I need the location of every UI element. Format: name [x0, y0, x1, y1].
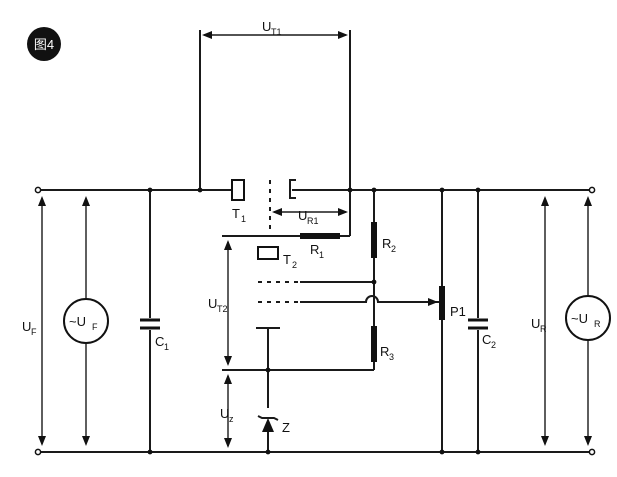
uf-label-sub: F: [31, 327, 37, 337]
ur-label-sub: R: [540, 324, 547, 334]
ur1-label: U: [298, 208, 307, 223]
transistor-t2-body: [257, 246, 279, 260]
r1-label-sub: 1: [319, 250, 324, 260]
ur-label: U: [531, 316, 540, 331]
capacitor-c2: [468, 190, 488, 452]
ut2-label-sub: T2: [217, 304, 228, 314]
junction-dots: [147, 187, 481, 455]
c2-label-sub: 2: [491, 340, 496, 350]
figure-badge: 图4: [27, 27, 61, 61]
t1-electrode: [289, 179, 296, 199]
transistor-t1-body: [231, 179, 245, 201]
ut1-label-sub: T1: [271, 27, 282, 37]
r3-label: R: [380, 344, 389, 359]
capacitor-c1: [140, 190, 160, 452]
c2-label: C: [482, 332, 491, 347]
t1-label-sub: 1: [241, 214, 246, 224]
t1-label: T: [232, 206, 240, 221]
c1-label: C: [155, 334, 164, 349]
tap-line-2-hop: [300, 295, 440, 303]
terminal-top-left: [34, 186, 42, 194]
source-uf-label: ~U: [69, 314, 86, 329]
source-ur: [565, 196, 611, 446]
uf-label: U: [22, 319, 31, 334]
p1-wiper-arrow: [428, 298, 438, 306]
uf-arrow: [38, 196, 46, 446]
source-uf: [63, 196, 109, 446]
c1-label-sub: 1: [164, 342, 169, 352]
ut2-label: U: [208, 296, 217, 311]
ur1-label-sub: R1: [307, 216, 319, 226]
t2-label: T: [283, 252, 291, 267]
figure-badge-text: 图4: [34, 37, 54, 52]
source-uf-label-sub: F: [92, 322, 98, 332]
terminal-top-right: [588, 186, 596, 194]
ur1-arrow: [272, 208, 348, 216]
t2-label-sub: 2: [292, 260, 297, 270]
r3-label-sub: 3: [389, 352, 394, 362]
ut2-arrow: [224, 240, 232, 366]
uz-arrow: [224, 374, 232, 448]
terminal-bottom-right: [588, 448, 596, 456]
ut1-label: U: [262, 19, 271, 34]
r2-label: R: [382, 236, 391, 251]
ur-arrow: [541, 196, 549, 446]
p1-label: P1: [450, 304, 466, 319]
z-label: Z: [282, 420, 290, 435]
r2-label-sub: 2: [391, 244, 396, 254]
source-ur-label-sub: R: [594, 319, 601, 329]
r1-label: R: [310, 242, 319, 257]
uz-label-sub: z: [229, 414, 234, 424]
zener-diode-z: [257, 415, 279, 452]
uz-label: U: [220, 406, 229, 421]
source-ur-label: ~U: [571, 311, 588, 326]
ut1-arrow: [202, 31, 348, 39]
terminal-bottom-left: [34, 448, 42, 456]
